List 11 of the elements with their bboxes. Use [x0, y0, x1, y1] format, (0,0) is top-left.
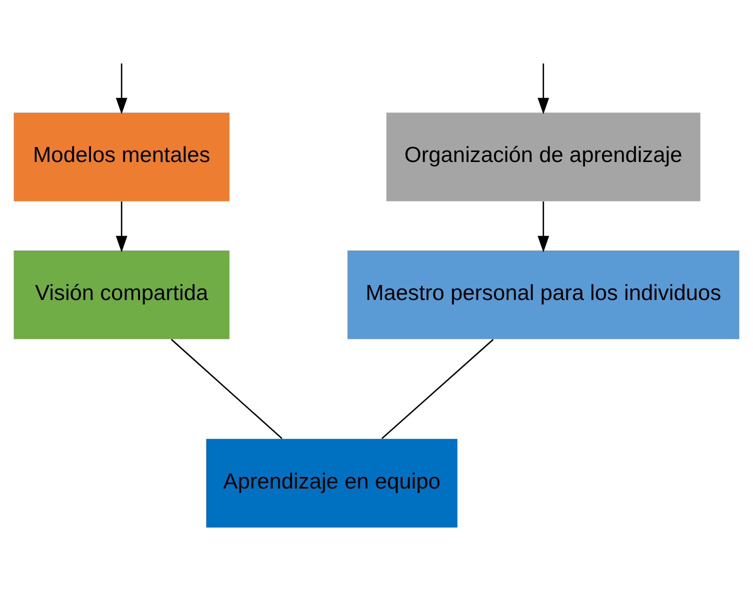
arrow — [538, 63, 550, 114]
arrow — [538, 200, 550, 252]
node-box: Aprendizaje en equipo — [206, 438, 458, 528]
arrow — [116, 63, 128, 114]
node-box: Maestro personal para los individuos — [348, 250, 740, 339]
node-box: Visión compartida — [14, 250, 230, 339]
connector — [170, 338, 282, 439]
node-box: Organización de aprendizaje — [386, 112, 700, 201]
arrow — [116, 200, 128, 252]
connector — [382, 338, 494, 439]
node-box: Modelos mentales — [14, 112, 230, 201]
